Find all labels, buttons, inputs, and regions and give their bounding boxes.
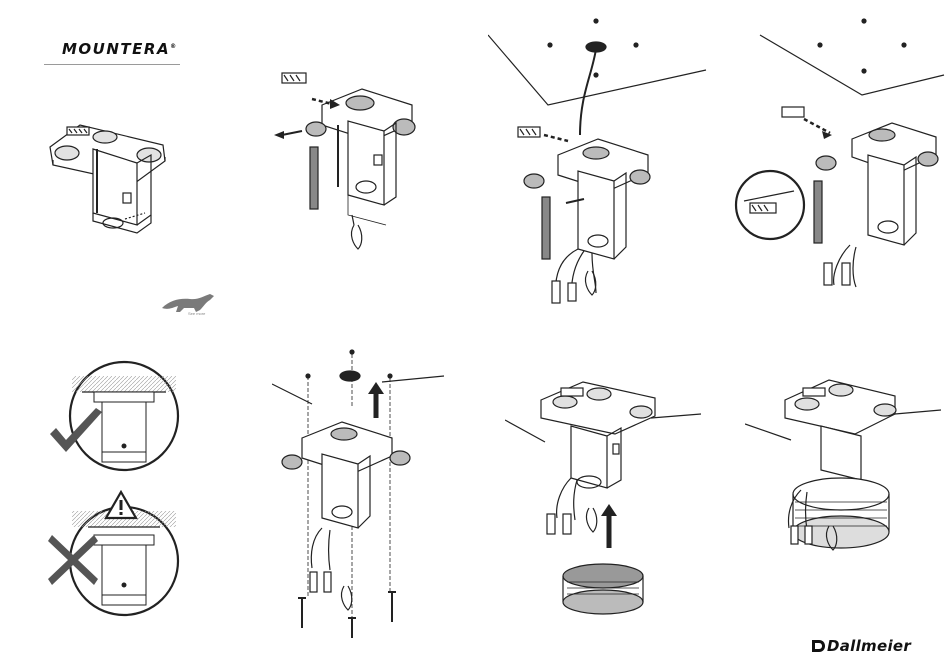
footer-logo: Dallmeier [827,637,911,655]
ceiling-cable-routing-illustration [488,15,713,310]
product-overview-illustration [45,115,175,245]
final-assembly-illustration [745,370,945,580]
brand-name: MOUNTERA [62,40,170,58]
brand-divider [44,64,180,65]
brand-logo: MOUNTERA® [62,40,178,58]
brand-mark: ® [170,43,178,50]
cat-caption: See more [188,311,205,316]
cross-mark-icon [48,535,98,585]
clip-detail-illustration [732,15,947,300]
disassembly-step-illustration [262,65,452,265]
ceiling-screw-mounting-illustration [272,348,452,638]
check-mark-icon [48,408,104,456]
shroud-attach-illustration [505,378,705,618]
warning-triangle-icon [104,490,138,520]
dallmeier-logo-icon [810,639,826,653]
